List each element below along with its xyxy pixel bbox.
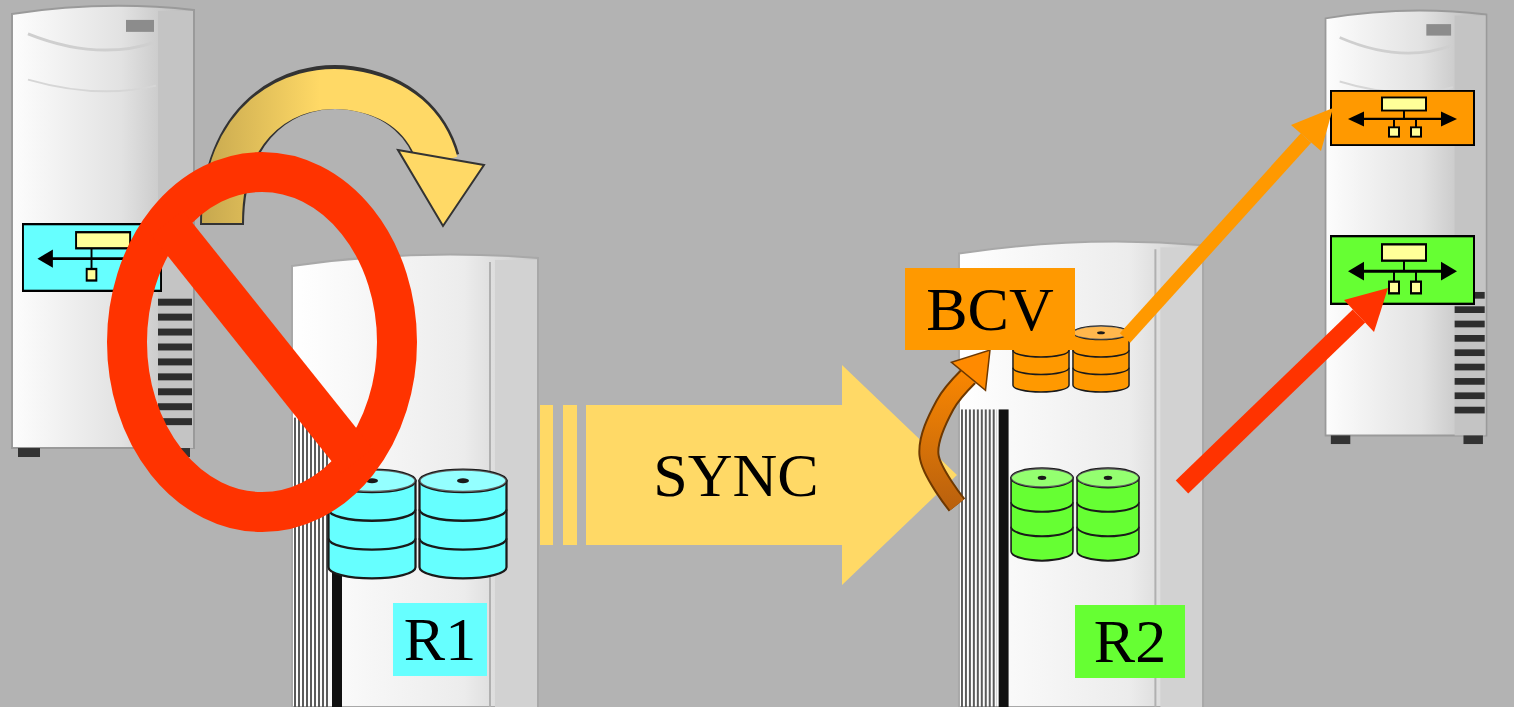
host-server-right bbox=[1326, 11, 1487, 444]
prohibition-sign bbox=[127, 172, 397, 512]
bcv-label: BCV bbox=[918, 273, 1061, 345]
edge-label: SYNC bbox=[653, 441, 818, 509]
network-card bbox=[1331, 91, 1474, 145]
network-card bbox=[1331, 236, 1474, 304]
bcv-box: BCV bbox=[905, 268, 1075, 350]
mount-arrows bbox=[1125, 108, 1388, 487]
copy-arrow-body bbox=[929, 376, 969, 505]
storage-array: R2 bbox=[957, 460, 1190, 685]
prohibition-slash bbox=[167, 223, 357, 461]
mount-arrow-head bbox=[1291, 108, 1333, 151]
sync-arrow bbox=[540, 365, 957, 585]
prohibition-ring bbox=[127, 172, 397, 512]
mount-arrow-line bbox=[1182, 316, 1359, 487]
disk-stack bbox=[1011, 468, 1073, 560]
mount-arrow-line bbox=[1125, 138, 1306, 338]
copy-arrow bbox=[929, 350, 990, 505]
bcv-disk bbox=[1073, 326, 1129, 392]
disk-stack bbox=[1077, 468, 1139, 560]
copy-arrow-head bbox=[951, 350, 990, 390]
sync-arrow-body bbox=[586, 365, 957, 585]
disk-stack bbox=[420, 470, 507, 579]
sync-arrow-stripe bbox=[563, 405, 577, 545]
array-label: R2 bbox=[1075, 605, 1185, 678]
sync-arrow-stripe bbox=[540, 405, 553, 545]
mount-arrow-head bbox=[1344, 288, 1388, 332]
array-label: R1 bbox=[393, 603, 487, 676]
copy-arrow-outline bbox=[929, 376, 969, 505]
edge-label-holder: SYNC bbox=[653, 441, 818, 509]
server-tower bbox=[1326, 11, 1487, 444]
storage-array: R1 bbox=[320, 455, 540, 680]
arc-arrow-head bbox=[398, 150, 484, 226]
